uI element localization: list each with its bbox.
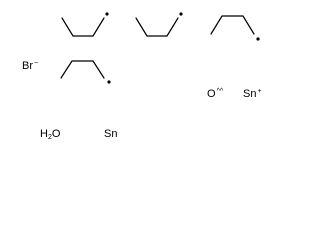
bromide-ion: Br− [22,60,38,74]
butyl-radical-2 [135,12,183,37]
water-o: O [51,128,61,140]
butyl-radical-3 [210,15,260,41]
tin-cation: Sn+ [243,88,262,102]
tin-atom: Sn [104,128,117,140]
butyl-chain-3 [210,15,255,35]
water-molecule: H2O [40,128,60,142]
bromide-symbol: Br [22,60,33,72]
radical-dot-4 [107,80,111,84]
butyl-radical-4 [60,60,111,84]
radical-dot-1 [105,12,109,16]
water-subscript: 2 [47,134,52,141]
molecule-canvas: Br− O^^ Sn+ H2O Sn [22,12,262,142]
oxygen-charge: ^^ [216,88,224,95]
butyl-chain-4 [60,60,105,79]
bromide-charge: − [34,60,39,67]
bond-drawing [60,12,260,84]
butyl-chain-2 [135,17,179,37]
butyl-radical-1 [61,12,109,37]
tin-cation-symbol: Sn [243,88,257,100]
butyl-chain-1 [61,17,105,37]
oxygen-atom: O^^ [207,88,223,102]
tin-cation-charge: + [257,88,262,95]
tin-symbol: Sn [104,128,118,140]
radical-dot-2 [179,12,183,16]
oxygen-symbol: O [207,88,216,100]
water-h: H [40,128,48,140]
radical-dot-3 [256,37,260,41]
